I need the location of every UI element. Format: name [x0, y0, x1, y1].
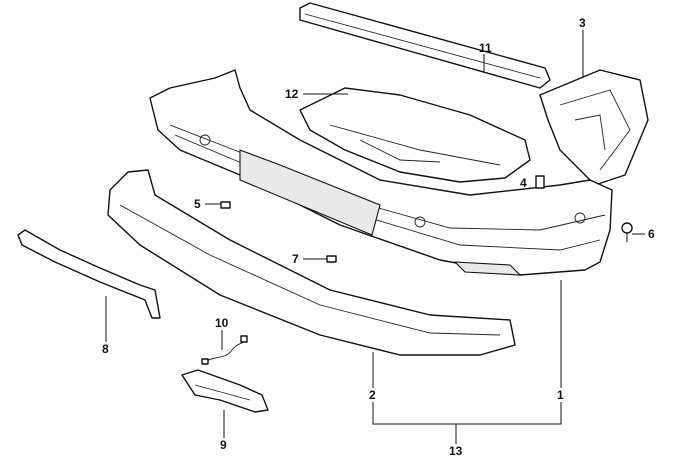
callout-2: 2 [369, 388, 376, 402]
part-12-air-duct [299, 87, 531, 183]
part-9-grille-insert [181, 369, 269, 413]
callout-9: 9 [220, 438, 227, 452]
part-1-bumper-shell [149, 69, 613, 276]
callout-11: 11 [479, 41, 492, 55]
callout-7: 7 [292, 252, 299, 266]
clip-parts [220, 175, 633, 263]
part-11-support-bar [299, 2, 551, 89]
leader-lines [105, 30, 645, 444]
callout-5: 5 [194, 197, 201, 211]
part-10-wiring [201, 335, 248, 365]
callout-13: 13 [449, 444, 463, 458]
callout-6: 6 [648, 227, 655, 241]
callout-4: 4 [520, 176, 527, 190]
callout-12: 12 [285, 87, 299, 101]
part-2-spoiler [107, 169, 516, 356]
callout-10: 10 [215, 316, 229, 330]
part-8-trim-strip [17, 229, 161, 319]
callout-3: 3 [579, 16, 586, 30]
part-3-bracket [539, 69, 649, 186]
callout-1: 1 [557, 388, 564, 402]
callout-8: 8 [102, 342, 109, 356]
